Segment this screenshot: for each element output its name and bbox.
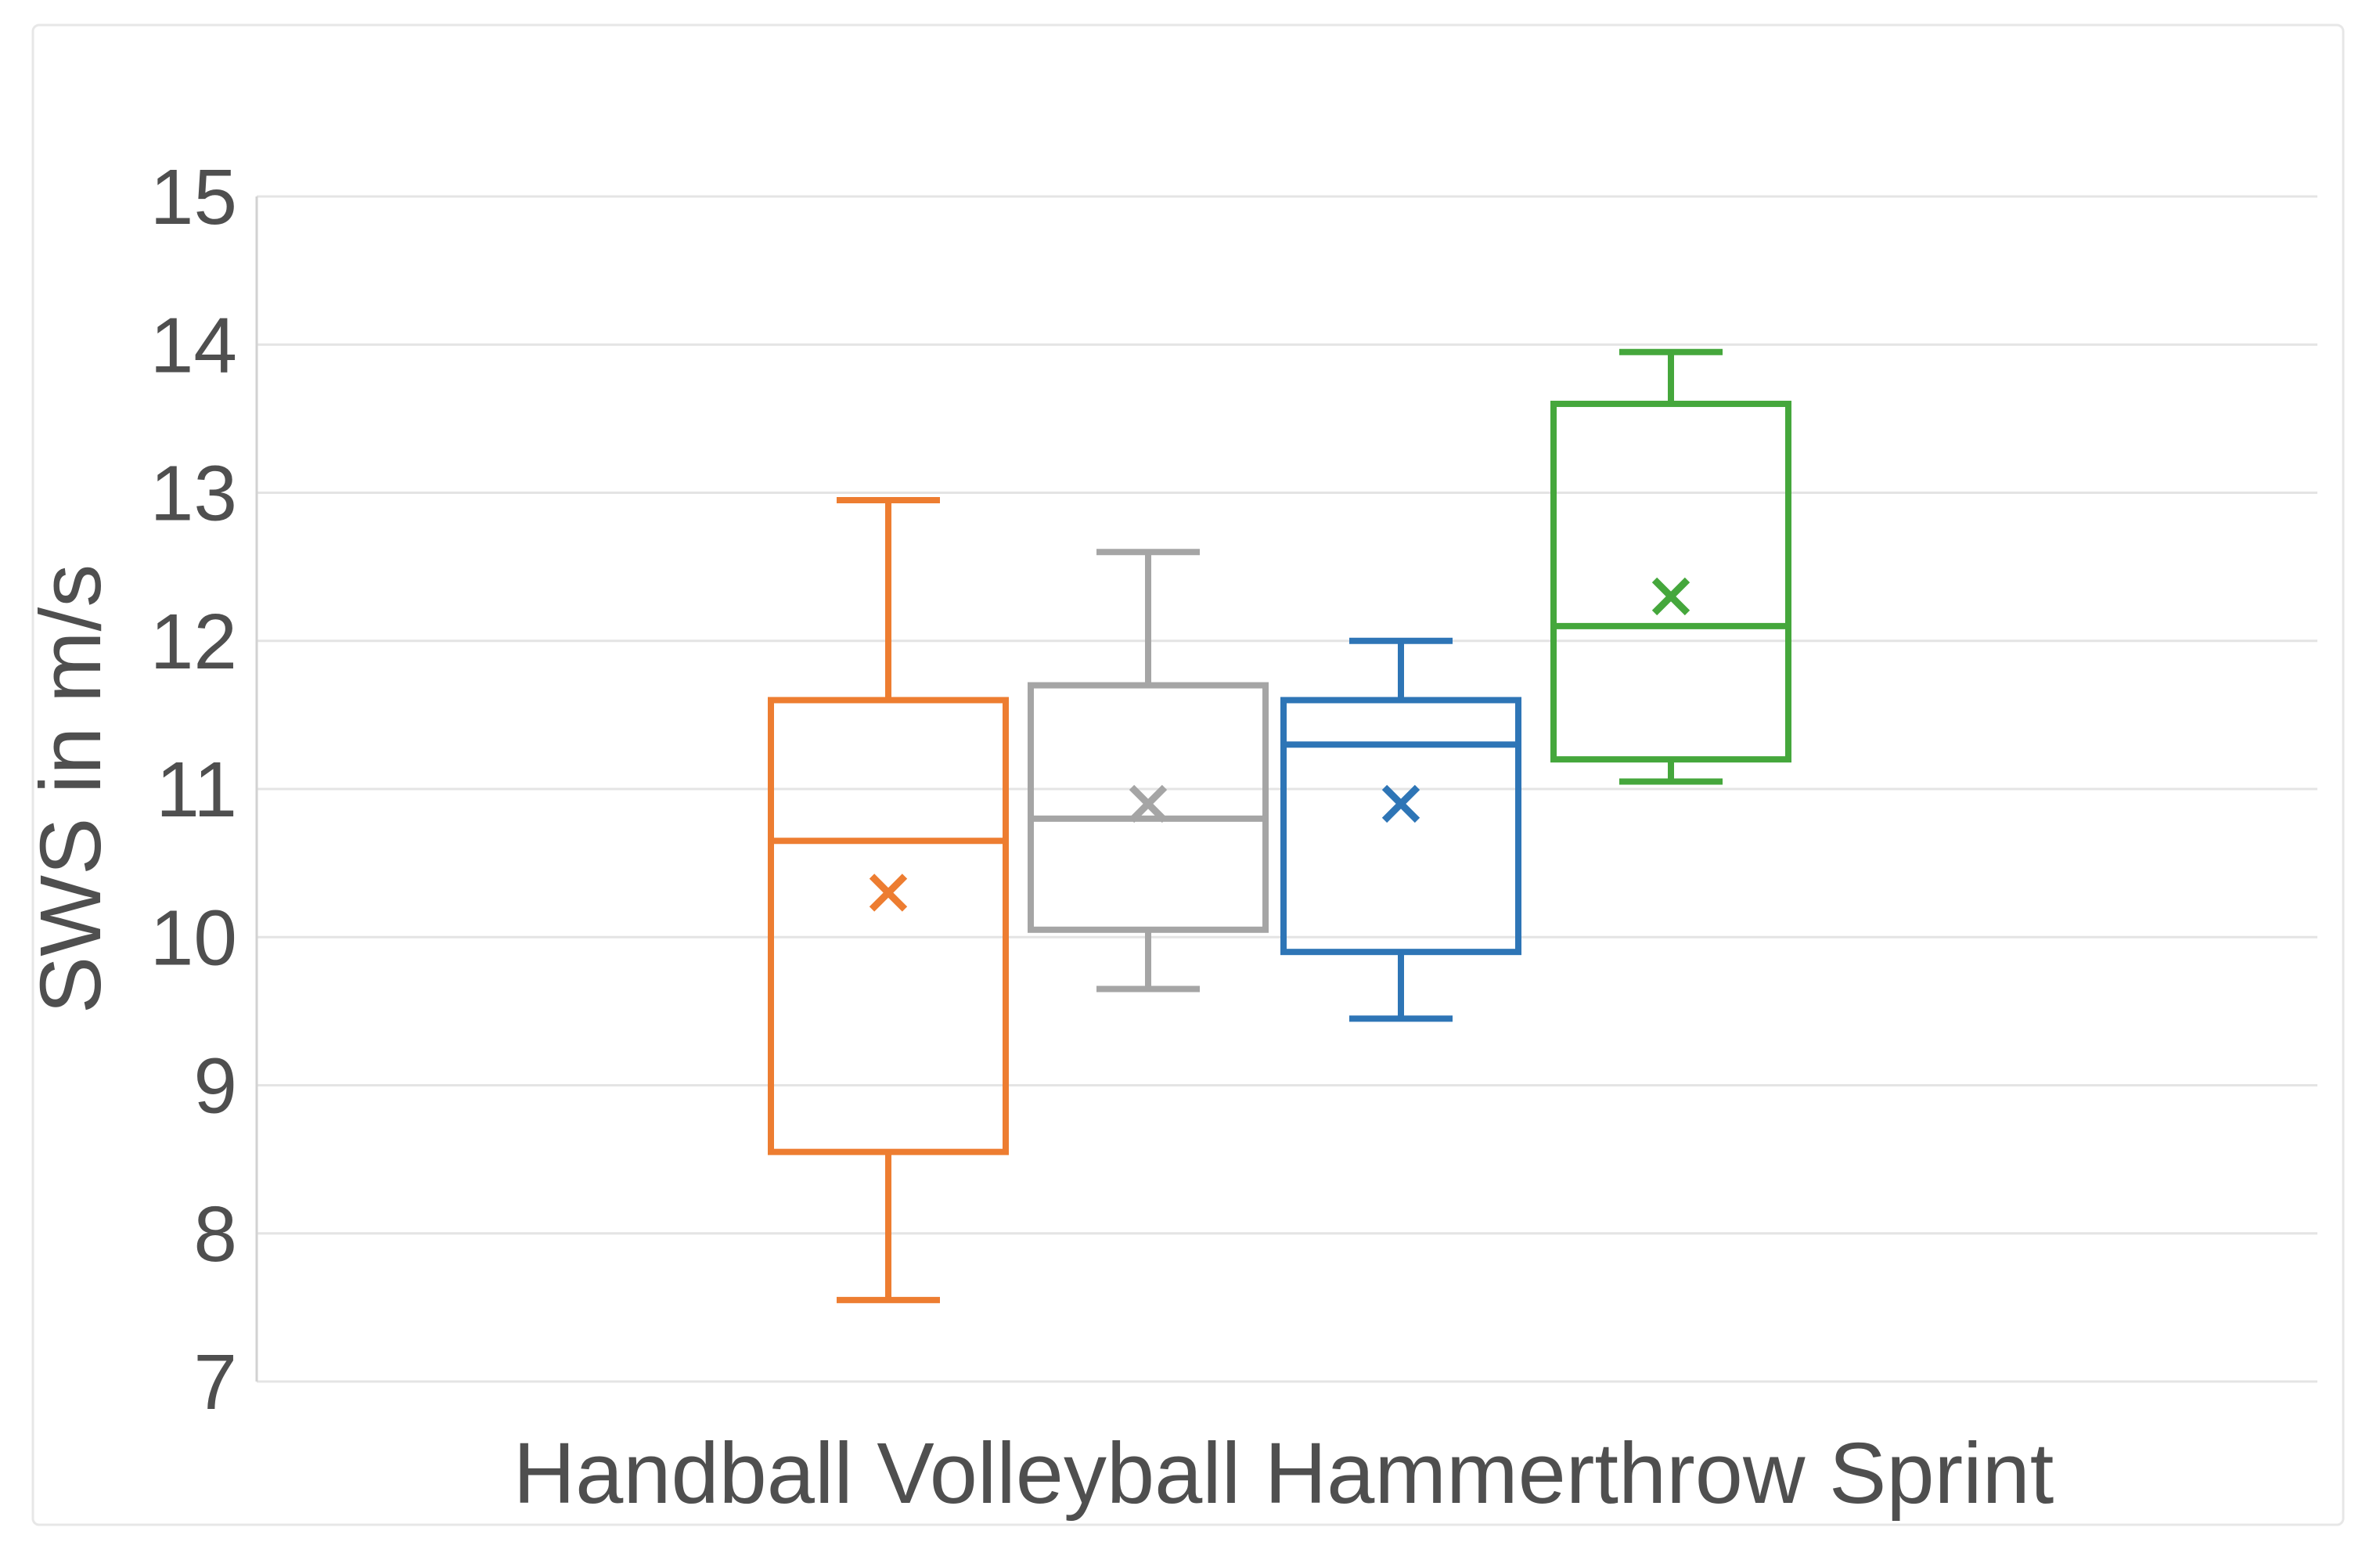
y-tick-label: 9 — [193, 1043, 237, 1130]
y-tick-label: 10 — [150, 894, 237, 982]
gridlines — [257, 195, 2317, 1383]
mean-marker — [1651, 577, 1690, 616]
y-tick-label: 11 — [156, 746, 237, 834]
y-tick-label: 15 — [150, 153, 237, 241]
box-handball — [768, 496, 1009, 1303]
y-tick-label: 13 — [150, 450, 237, 538]
box-hammerthrow — [1280, 637, 1521, 1022]
box-volleyball — [1028, 549, 1269, 993]
y-tick-label: 8 — [193, 1191, 237, 1278]
box-sprint — [1550, 348, 1791, 785]
chart-border — [31, 23, 2345, 1526]
y-tick-label: 7 — [193, 1338, 237, 1426]
y-tick-label: 12 — [150, 598, 237, 686]
mean-marker — [869, 874, 908, 912]
x-axis-label: Handball Volleyball Hammerthrow Sprint — [513, 1425, 2054, 1522]
y-tick-label: 14 — [150, 301, 237, 389]
mean-marker — [1129, 784, 1168, 823]
y-axis-title: SWS in m/s — [23, 564, 119, 1014]
box-series — [768, 348, 1791, 1303]
mean-marker — [1381, 784, 1420, 823]
y-axis-ticks: 15 14 13 12 11 10 9 8 7 — [150, 153, 237, 1426]
